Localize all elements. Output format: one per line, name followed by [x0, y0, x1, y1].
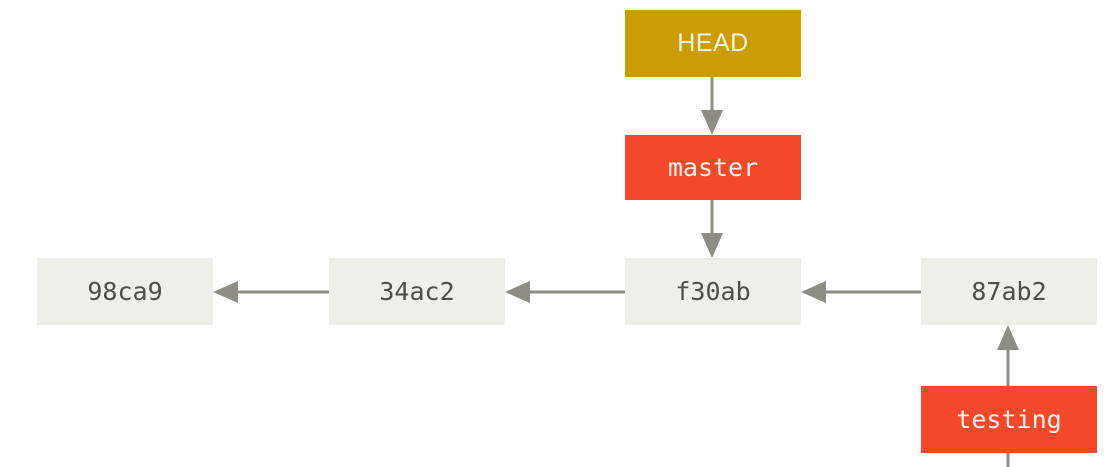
edge-f30ab-to-34ac2 — [505, 281, 625, 303]
edge-87ab2-to-f30ab — [801, 281, 921, 303]
commit-label: f30ab — [675, 277, 751, 306]
commit-node-87ab2[interactable]: 87ab2 — [921, 258, 1097, 325]
edge-head-to-master — [701, 77, 723, 135]
branch-node-master[interactable]: master — [625, 135, 801, 200]
head-pointer-label: HEAD — [677, 29, 749, 57]
edge-34ac2-to-98ca9 — [213, 281, 329, 303]
commit-label: 87ab2 — [971, 277, 1047, 306]
commit-node-98ca9[interactable]: 98ca9 — [37, 258, 213, 325]
edge-master-to-f30ab — [701, 200, 723, 258]
commit-node-f30ab[interactable]: f30ab — [625, 258, 801, 325]
branch-label: master — [667, 153, 759, 182]
commit-label: 34ac2 — [379, 277, 455, 306]
branch-label: testing — [956, 405, 1062, 434]
commit-node-34ac2[interactable]: 34ac2 — [329, 258, 505, 325]
branch-node-testing[interactable]: testing — [921, 386, 1097, 453]
head-pointer-node[interactable]: HEAD — [625, 10, 801, 77]
commit-label: 98ca9 — [87, 277, 163, 306]
